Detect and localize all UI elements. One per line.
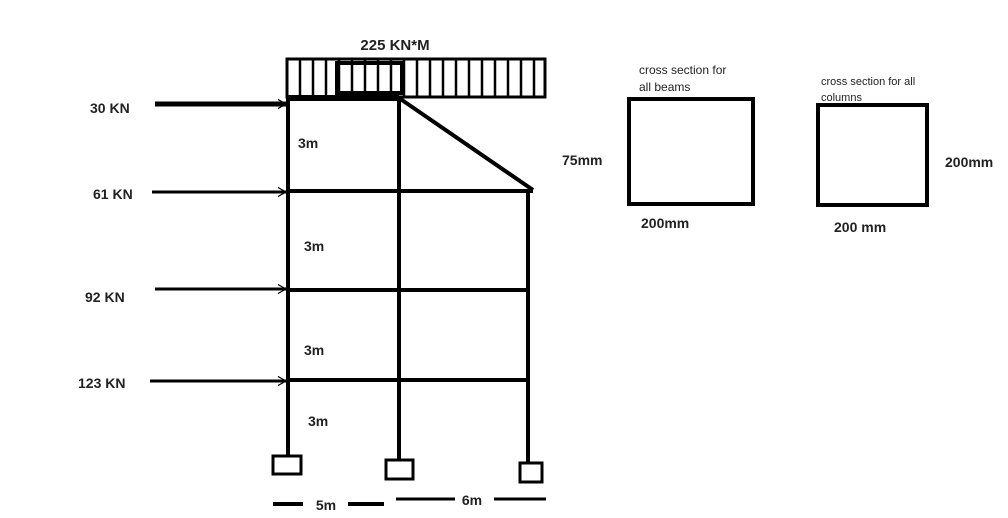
load-label-4: 123 KN xyxy=(78,375,125,391)
frame-beams xyxy=(288,95,535,382)
load-label-1: 30 KN xyxy=(90,100,130,116)
load-label-2: 61 KN xyxy=(93,186,133,202)
moment-label: 225 KN*M xyxy=(360,37,429,54)
beam-cross-section: cross section for all beams 75mm 200mm xyxy=(562,63,755,231)
column-section-title-2: columns xyxy=(821,92,862,104)
distributed-load-block xyxy=(285,57,547,99)
beam-section-title-1: cross section for xyxy=(639,63,726,77)
support-left xyxy=(271,454,303,476)
beam-section-rect xyxy=(627,97,755,206)
span-dimension-lines xyxy=(273,497,546,506)
story-height-1: 3m xyxy=(298,135,318,151)
story-height-4: 3m xyxy=(308,413,328,429)
beam-section-title-2: all beams xyxy=(639,80,690,94)
support-right xyxy=(518,461,544,484)
beam-section-width: 200mm xyxy=(641,215,689,231)
supports xyxy=(271,454,544,484)
beam-section-height: 75mm xyxy=(562,152,602,168)
frame-columns xyxy=(286,97,530,463)
column-section-width: 200 mm xyxy=(834,219,886,235)
span-label-1: 5m xyxy=(316,497,336,513)
load-label-3: 92 KN xyxy=(85,289,125,305)
column-section-rect xyxy=(816,103,929,207)
support-middle xyxy=(384,458,415,481)
column-section-title-1: cross section for all xyxy=(821,76,915,88)
column-cross-section: cross section for all columns 200mm 200 … xyxy=(816,76,993,235)
column-section-height: 200mm xyxy=(945,154,993,170)
story-height-2: 3m xyxy=(304,238,324,254)
load-arrows xyxy=(150,104,286,381)
story-height-3: 3m xyxy=(304,342,324,358)
span-label-2: 6m xyxy=(462,492,482,508)
